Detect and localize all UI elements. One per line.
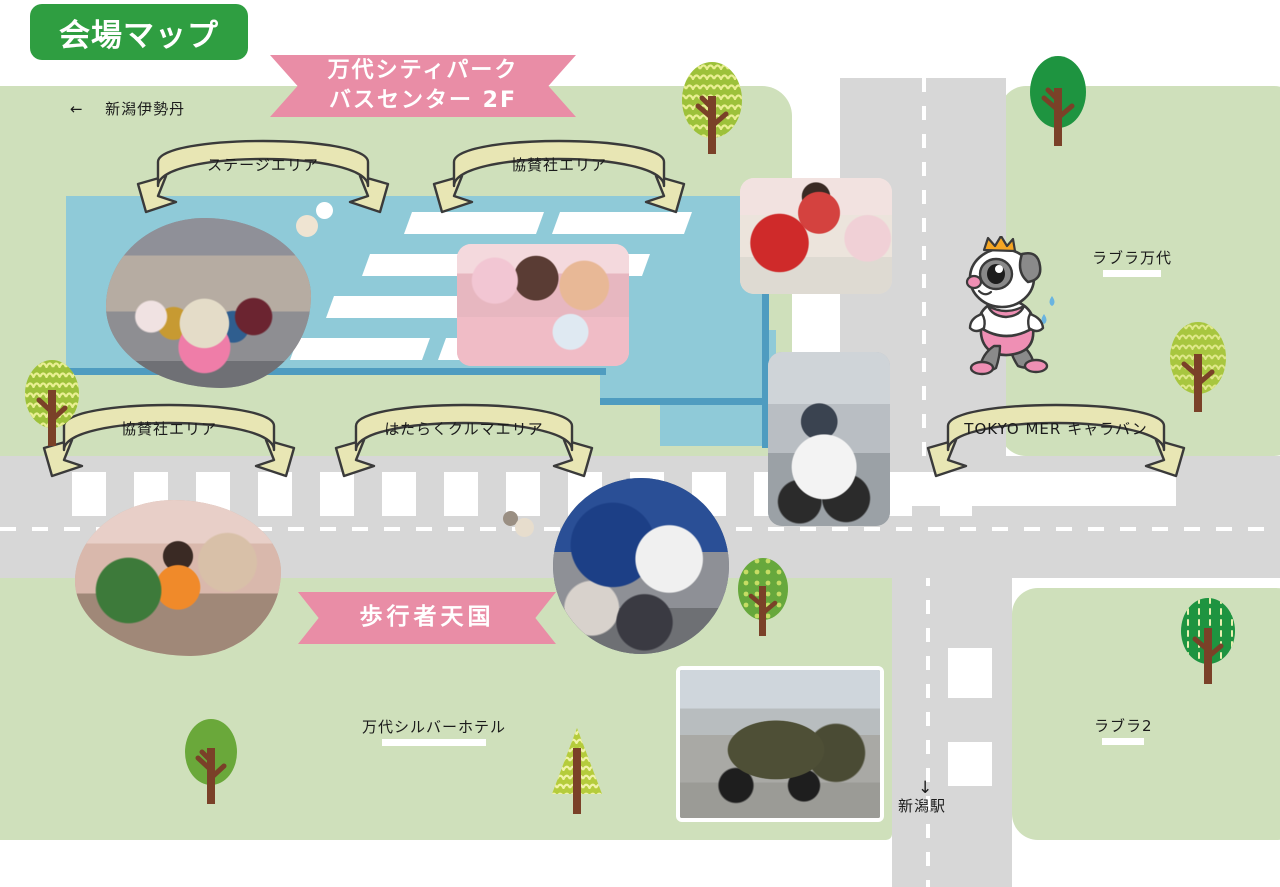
decor-dot — [503, 511, 518, 526]
bus-center-plaza-ramp — [600, 330, 776, 404]
page-title-text: 会場マップ — [59, 17, 219, 54]
tree-cone-patterned — [672, 60, 752, 160]
plaza-edge-bottom — [66, 368, 606, 375]
label-niigata-station-arrow: ↓ — [918, 778, 934, 798]
ribbon-stage-area: ステージエリア — [132, 139, 394, 214]
label-labra-bandai: ラブラ万代 — [1092, 247, 1172, 277]
ribbon-working-vehicles-area-label: はたらくクルマエリア — [384, 420, 544, 438]
tree-round-dark-dotted — [1172, 596, 1244, 692]
ribbon-working-vehicles-area: はたらくクルマエリア — [330, 403, 598, 478]
road-vertical-north-centerline — [922, 78, 926, 458]
arrow-left-icon: ← — [70, 100, 84, 118]
photo-booth-staff — [740, 178, 892, 294]
photo-stage-crowd — [106, 218, 311, 388]
label-isetan: ← 新潟伊勢丹 — [70, 98, 185, 119]
plaza-edge-right — [762, 200, 769, 448]
tree-round-dotted — [730, 556, 796, 644]
label-niigata-station: 新潟駅 — [898, 797, 947, 815]
ribbon-sponsor-area-top-label: 協賛社エリア — [510, 156, 607, 174]
tree-round-dark — [1020, 54, 1096, 154]
ribbon-sponsor-area-lower-label: 協賛社エリア — [120, 420, 217, 438]
photo-mer-vehicle — [676, 666, 884, 822]
label-silver-hotel: 万代シルバーホテル — [362, 716, 506, 746]
tree-round-light-right — [1160, 320, 1236, 420]
mascot-character — [948, 234, 1070, 380]
ribbon-tokyo-mer-caravan: TOKYO MER キャラバン — [922, 403, 1190, 478]
banner-bus-center-line2: バスセンター 2F — [329, 88, 517, 113]
parking-slot — [325, 296, 467, 318]
decor-dot — [515, 518, 534, 537]
road-vertical-south-centerline — [926, 572, 930, 887]
ribbon-stage-area-label: ステージエリア — [207, 156, 319, 174]
photo-niigata-truck — [553, 478, 729, 654]
banner-bus-center-line1: 万代シティパーク — [327, 58, 519, 84]
ribbon-tokyo-mer-caravan-label: TOKYO MER キャラバン — [964, 420, 1148, 438]
label-isetan-text: 新潟伊勢丹 — [105, 100, 186, 118]
banner-bus-center: 万代シティパーク バスセンター 2F — [270, 55, 576, 117]
parking-slot — [551, 212, 693, 234]
decor-dot — [316, 202, 333, 219]
page-title: 会場マップ — [30, 4, 248, 60]
photo-police-bike — [768, 352, 890, 526]
photo-kids-craft — [457, 244, 629, 366]
plaza-edge-step — [600, 398, 776, 405]
road-vertical-south — [892, 572, 1012, 887]
banner-pedestrian-zone-text: 歩行者天国 — [359, 604, 495, 631]
photo-kids-play — [75, 500, 281, 656]
banner-pedestrian-zone: 歩行者天国 — [298, 592, 556, 644]
tree-cone-patterned-left — [14, 358, 90, 452]
road-marking-south-a — [948, 648, 992, 698]
tree-cone-wavy — [544, 726, 610, 822]
parking-slot — [403, 212, 545, 234]
land-block-southeast — [1012, 588, 1280, 840]
road-marking-south-b — [948, 742, 992, 786]
label-labra-2: ラブラ2 — [1094, 715, 1153, 745]
tree-round-green — [176, 716, 246, 812]
ribbon-sponsor-area-top: 協賛社エリア — [428, 139, 690, 214]
crosswalk-east-bar — [908, 472, 1176, 506]
ribbon-sponsor-area-lower: 協賛社エリア — [38, 403, 300, 478]
